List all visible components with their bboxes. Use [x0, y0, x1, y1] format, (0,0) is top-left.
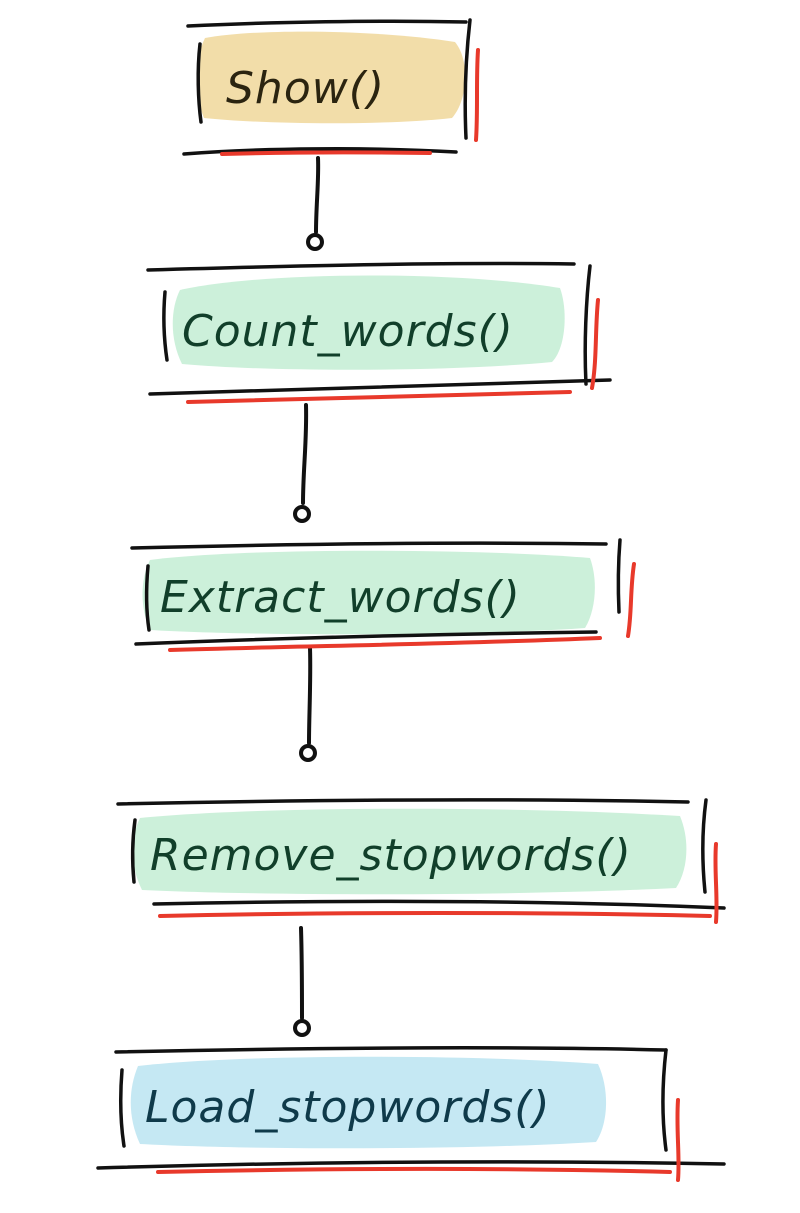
box-extract-words — [130, 538, 622, 646]
edge-show-to-count-words — [306, 156, 324, 251]
highlight-green — [172, 275, 565, 370]
node-label-show: Show() — [226, 63, 385, 114]
node-label-remove-stopwords: Remove_stopwords() — [150, 830, 632, 881]
node-label-count-words: Count_words() — [182, 306, 514, 357]
box-remove-stopwords — [116, 798, 726, 910]
red-shadow-remove-stopwords — [158, 842, 719, 924]
node-load-stopwords: Load_stopwords() — [96, 1046, 726, 1182]
node-remove-stopwords: Remove_stopwords() — [116, 798, 726, 924]
edges-layer — [293, 156, 324, 1037]
box-load-stopwords — [96, 1046, 726, 1170]
red-shadow-show — [220, 48, 480, 156]
red-shadow-count-words — [186, 298, 600, 404]
node-count-words: Count_words() — [146, 261, 612, 404]
node-show: Show() — [182, 18, 480, 156]
red-shadow-extract-words — [168, 562, 636, 652]
node-extract-words: Extract_words() — [130, 538, 636, 652]
highlight-yellow — [196, 31, 466, 124]
red-shadow-load-stopwords — [156, 1098, 681, 1182]
highlight-green — [132, 808, 687, 895]
edge-count-words-to-extract-words — [293, 403, 311, 523]
node-label-extract-words: Extract_words() — [160, 572, 521, 623]
edge-remove-stopwords-to-load-stopwords — [293, 926, 311, 1037]
box-show — [182, 18, 472, 156]
box-count-words — [146, 261, 612, 396]
edge-extract-words-to-remove-stopwords — [299, 646, 317, 762]
highlight-blue — [130, 1056, 607, 1149]
node-label-load-stopwords: Load_stopwords() — [145, 1082, 551, 1133]
highlight-green — [142, 550, 595, 635]
